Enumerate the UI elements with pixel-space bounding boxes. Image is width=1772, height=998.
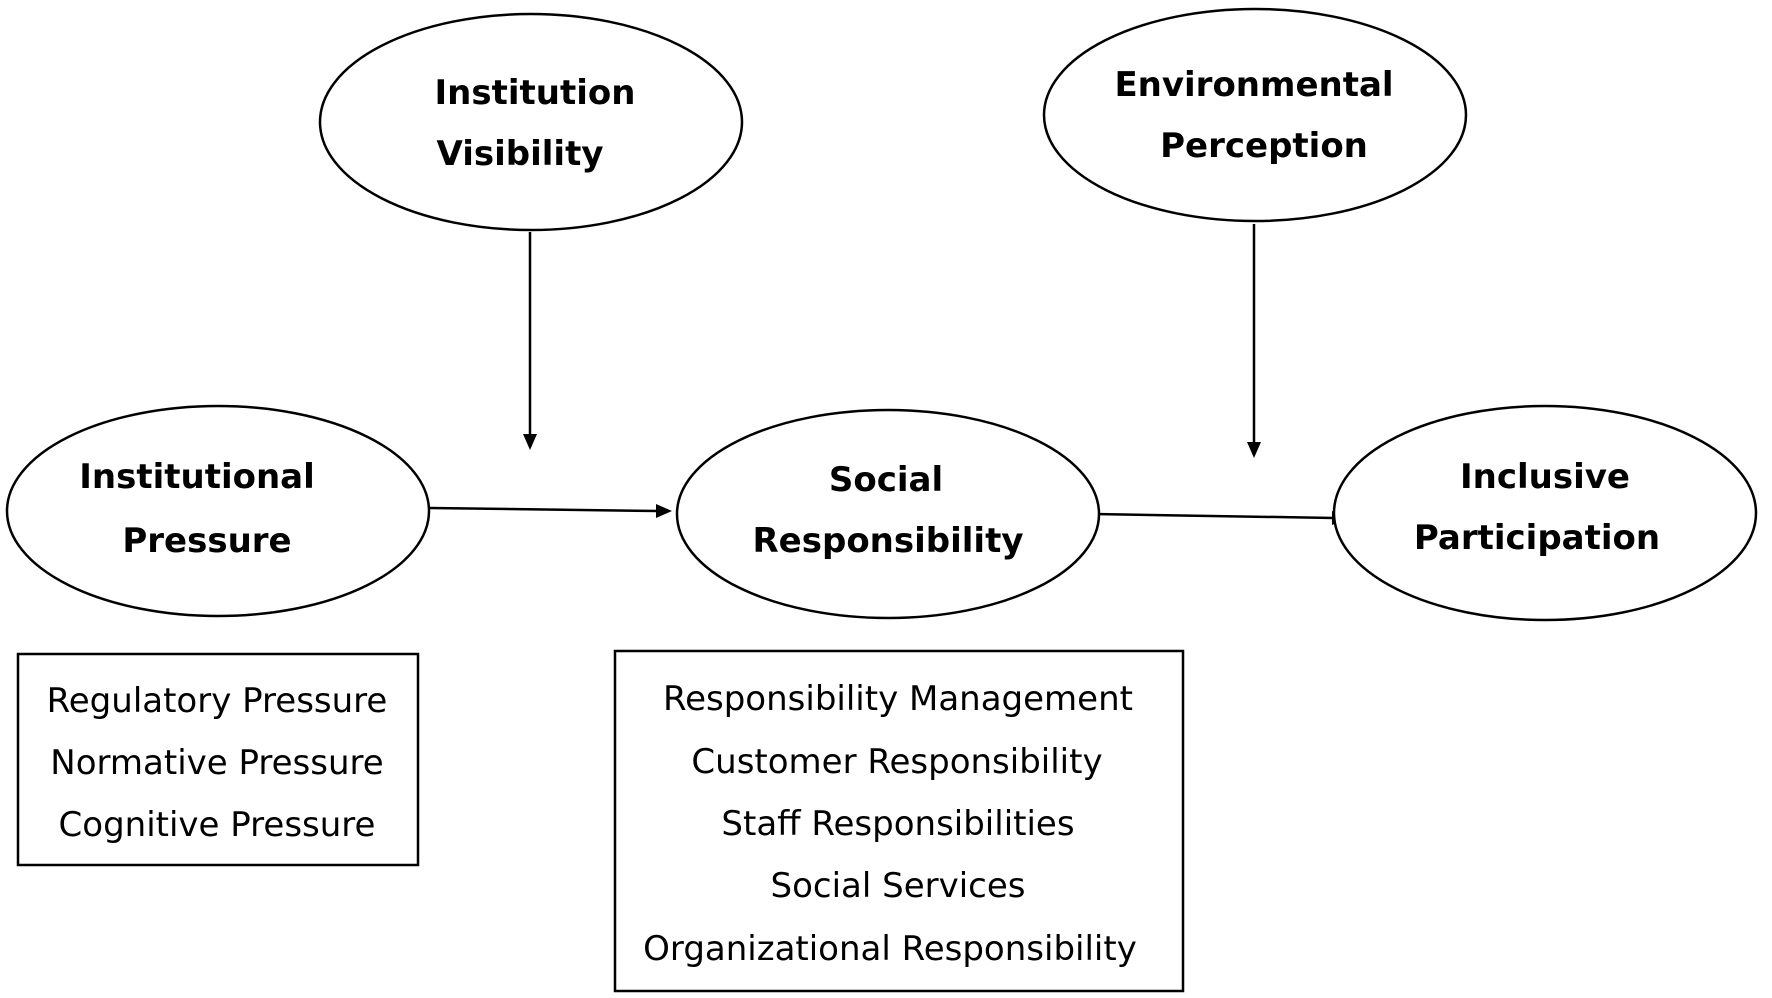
box-item-regulatory-pressure: Regulatory Pressure: [47, 681, 388, 721]
arrow-responsibility-to-participation: [1093, 511, 1348, 525]
node-inclusive-participation-line-2: Participation: [1414, 518, 1660, 558]
node-environmental-perception-line-1: Environmental: [1114, 65, 1393, 105]
arrow-perception-to-path: [1247, 224, 1261, 458]
box-item-staff-responsibilities: Staff Responsibilities: [721, 804, 1074, 844]
box-social-responsibility-dimensions: Responsibility Management Customer Respo…: [613, 649, 1185, 993]
box-item-normative-pressure: Normative Pressure: [50, 743, 383, 783]
node-environmental-perception: Environmental Perception: [1042, 7, 1468, 223]
node-institutional-pressure-line-1: Institutional: [79, 457, 315, 497]
arrow-visibility-to-path: [523, 232, 537, 450]
box-item-cognitive-pressure: Cognitive Pressure: [59, 805, 376, 845]
node-inclusive-participation-line-1: Inclusive: [1460, 457, 1630, 497]
node-institutional-pressure: Institutional Pressure: [5, 404, 431, 618]
node-social-responsibility: Social Responsibility: [675, 408, 1101, 620]
node-institution-visibility-line-1: Institution: [435, 73, 636, 113]
box-item-social-services: Social Services: [771, 866, 1026, 906]
node-institution-visibility-line-2: Visibility: [437, 134, 604, 174]
arrow-pressure-to-responsibility: [429, 504, 672, 518]
box-item-organizational-responsibility: Organizational Responsibility: [643, 929, 1137, 969]
box-item-customer-responsibility: Customer Responsibility: [691, 742, 1102, 782]
box-item-responsibility-management: Responsibility Management: [663, 679, 1133, 719]
node-social-responsibility-line-1: Social: [829, 460, 943, 500]
box-institutional-pressure-dimensions: Regulatory Pressure Normative Pressure C…: [16, 652, 420, 867]
node-inclusive-participation: Inclusive Participation: [1332, 404, 1758, 622]
node-social-responsibility-line-2: Responsibility: [753, 521, 1024, 561]
node-institutional-pressure-line-2: Pressure: [122, 521, 291, 561]
node-institution-visibility: Institution Visibility: [318, 12, 744, 232]
node-environmental-perception-line-2: Perception: [1160, 126, 1368, 166]
